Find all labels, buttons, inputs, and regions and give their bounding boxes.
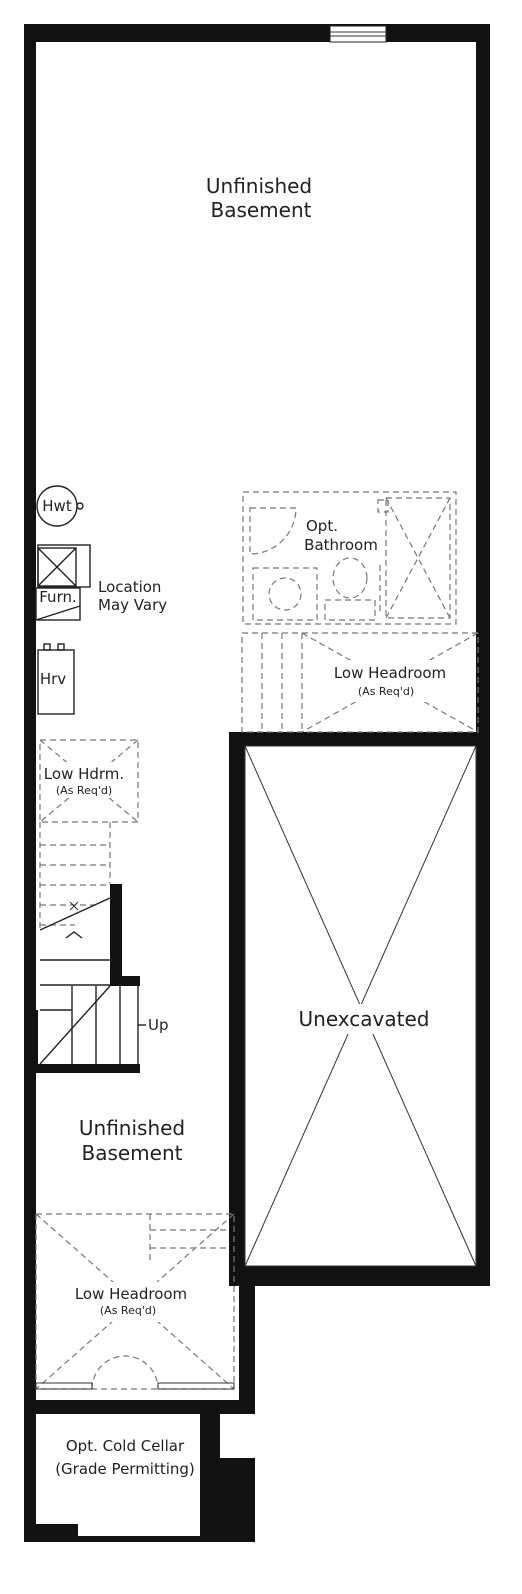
low-headroom-bottom-line1: Low Headroom — [75, 1285, 187, 1303]
cellar-wall-right-outer — [220, 1458, 255, 1542]
top-basement-label-line1: Unfinished — [206, 174, 312, 198]
stair-wall-bottom — [24, 1064, 140, 1073]
wall-left — [24, 24, 36, 1414]
stairs — [39, 822, 146, 1065]
low-headroom-right-line1: Low Headroom — [334, 664, 446, 682]
window-top — [329, 25, 387, 43]
hwt-valve — [76, 502, 84, 510]
wall-top — [24, 24, 490, 42]
low-headroom-left-line1: Low Hdrm. — [44, 765, 124, 783]
top-basement-label-line2: Basement — [210, 198, 311, 222]
wall-unexcavated-left — [229, 732, 245, 1280]
unexcavated-label: Unexcavated — [299, 1007, 430, 1031]
furnace-unit — [37, 547, 77, 587]
bathroom-label-line1: Opt. — [306, 517, 338, 535]
wall-lower-right — [239, 1280, 255, 1414]
low-headroom-bottom-line2: (As Req'd) — [100, 1304, 156, 1317]
optional-bathroom — [242, 491, 457, 625]
wall-unexcavated-top — [229, 732, 490, 746]
stair-wall-left — [24, 1010, 38, 1064]
low-headroom-right-area — [241, 632, 479, 733]
cold-cellar-label-line1: Opt. Cold Cellar — [66, 1437, 185, 1455]
cellar-wall-right — [200, 1414, 220, 1542]
unexcavated-area — [244, 745, 477, 1267]
low-headroom-bottom-area — [35, 1213, 235, 1390]
wall-lower-bottom — [24, 1400, 255, 1414]
low-headroom-left-line2: (As Req'd) — [56, 784, 112, 797]
cellar-wall-left — [24, 1414, 36, 1542]
low-headroom-right-line2: (As Req'd) — [358, 685, 414, 698]
low-headroom-left-area — [39, 739, 139, 823]
stair-wall-vertical — [110, 884, 122, 984]
wall-right — [476, 24, 490, 1286]
location-note-line1: Location — [98, 578, 161, 596]
furn-label: Furn. — [39, 588, 77, 606]
hwt-label: Hwt — [42, 497, 72, 515]
hrv-unit — [37, 649, 75, 715]
bathroom-label-line2: Bathroom — [304, 536, 378, 554]
bottom-basement-label-line1: Unfinished — [79, 1116, 185, 1140]
walls — [24, 24, 490, 1542]
furnace-box — [37, 544, 91, 588]
location-note-line2: May Vary — [98, 596, 167, 614]
bottom-basement-label-line2: Basement — [81, 1141, 182, 1165]
wall-unexcavated-bottom — [229, 1266, 490, 1286]
cellar-wall-bottom — [24, 1536, 255, 1542]
furnace-base — [35, 587, 81, 621]
stair-wall-horizontal — [110, 976, 140, 986]
fixtures — [35, 485, 91, 715]
hrv-label: Hrv — [40, 670, 66, 688]
stairs-up-label: Up — [148, 1016, 169, 1034]
cold-cellar-label-line2: (Grade Permitting) — [55, 1460, 195, 1478]
